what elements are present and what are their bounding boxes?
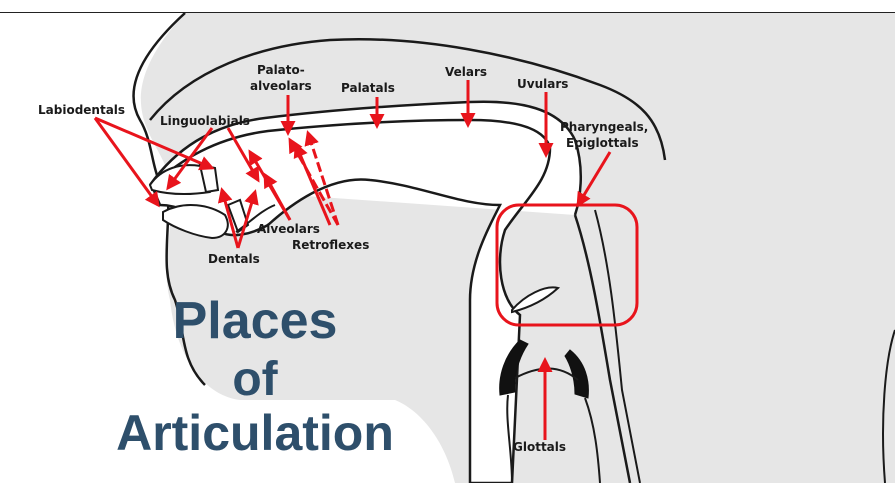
title-line-3: Articulation [116,405,394,461]
label-dentals: Dentals [208,252,260,266]
label-uvulars: Uvulars [517,77,568,91]
label-velars: Velars [445,65,487,79]
label-pharyngeals-line2: Epiglottals [566,136,639,150]
label-linguolabials: Linguolabials [160,114,250,128]
label-palato-line1: Palato- [257,63,305,77]
label-palato-line2: alveolars [250,79,312,93]
label-glottals: Glottals [513,440,566,454]
title-line-1: Places [173,292,338,350]
label-retroflexes: Retroflexes [292,238,369,252]
label-palatals: Palatals [341,81,395,95]
label-labiodentals: Labiodentals [38,103,125,117]
title-line-2: of [232,353,278,406]
label-alveolars: Alveolars [257,222,320,236]
label-pharyngeals-line1: Pharyngeals, [560,120,648,134]
